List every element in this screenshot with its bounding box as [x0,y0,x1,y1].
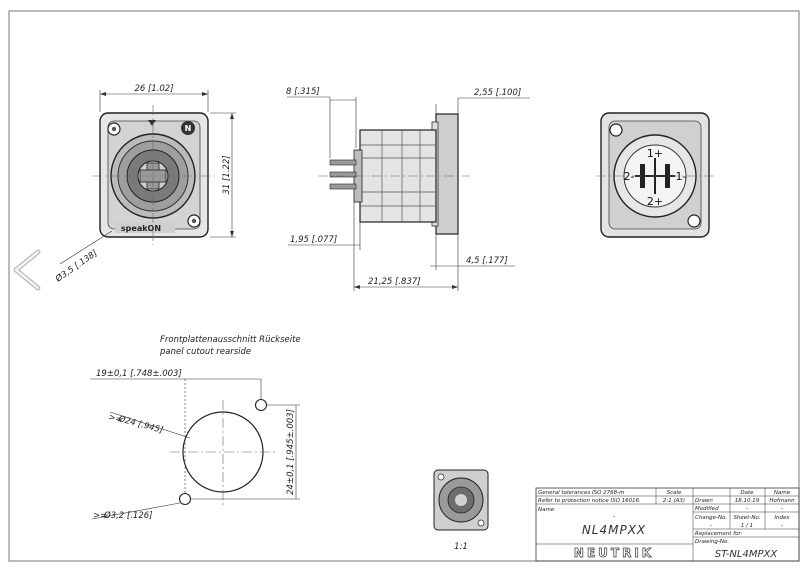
scale-label: Scale [667,490,682,496]
part-name: NL4MPXX [582,523,646,537]
pin-1-plus: 1+ [647,147,663,160]
thumbnail-view: 1:1 [433,469,489,552]
height-dimension: 31 [1.22] [222,155,232,194]
cutout-title-de: Frontplattenausschnitt Rückseite [160,335,301,345]
hole-dimension: Ø3,5 [.138] [53,248,100,285]
index-value: - [781,523,783,529]
sheet-border [8,10,800,562]
previous-page-button[interactable] [8,248,48,292]
col-name: Name [774,490,791,496]
drawn-by: Hofmann [769,498,795,504]
pin-1-minus: 1- [676,170,687,183]
sheet-value: 1 / 1 [741,523,753,529]
neutrik-logo: NEUTRIK [574,546,654,560]
cutout-hole-dimension: Ø3,2 [.126] [103,510,152,521]
name-label: Name [538,507,555,513]
tolerance-note: General tolerances ISO 2768-m [538,490,625,496]
drawing-no-label: Drawing-No. [695,539,729,545]
pin-2-minus: 2- [624,170,635,183]
index-label: Index [774,515,790,521]
cutout-diameter-dimension: Ø24 [.945] [116,413,164,436]
title-block: General tolerances ISO 2768-m Refer to p… [535,487,800,562]
side-dim-8: 8 [.315] [286,87,320,97]
protection-note: Refer to protection notice ISO 16016. [538,498,641,504]
cutout-hole-prefix: >= [93,511,107,521]
modified-label: Modified [695,506,719,512]
name-dash: - [613,514,615,520]
cutout-offset-dimension: 19±0,1 [.748±.003] [96,369,182,379]
drawn-date: 18.10.19 [735,498,760,504]
front-view: N speakON 26 [1.02] 31 [1.22] Ø3,5 [.138… [53,84,236,285]
change-value: - [710,523,712,529]
side-view: 8 [.315] 2,55 [.100] 1,95 [.077] 4,5 [.1… [286,87,530,291]
drawn-label: Drawn [695,498,713,504]
cutout-diam-prefix: >= [107,412,123,425]
side-dim-2125: 21,25 [.837] [368,277,421,287]
cutout-height-dimension: 24±0,1 [.945±.003] [286,409,296,495]
modified-by: - [781,506,783,512]
panel-cutout: Frontplattenausschnitt Rückseite panel c… [90,335,301,521]
side-dim-45: 4,5 [.177] [466,256,508,266]
width-dimension: 26 [1.02] [134,84,173,94]
change-label: Change-No. [695,515,728,521]
orientation-marker-icon [148,120,156,126]
chevron-left-icon [13,249,41,291]
cutout-title-en: panel cutout rearside [159,347,251,357]
rear-view: 1+ 2+ 2- 1- [596,112,716,238]
scale-value: 2:1 (A3) [663,498,685,504]
neutrik-logo-icon [181,121,195,135]
col-date: Date [740,490,754,496]
thumbnail-scale: 1:1 [454,542,468,552]
modified-date: - [746,506,748,512]
drawing-number: ST-NL4MPXX [715,549,779,560]
brand-label: speakON [121,224,161,233]
svg-text:N: N [185,124,192,133]
sheet-label: Sheet-No. [733,515,760,521]
pin-2-plus: 2+ [647,195,663,208]
side-dim-255: 2,55 [.100] [474,88,521,98]
replacement-label: Replacement for: [695,531,743,537]
side-dim-195: 1,95 [.077] [290,235,337,245]
